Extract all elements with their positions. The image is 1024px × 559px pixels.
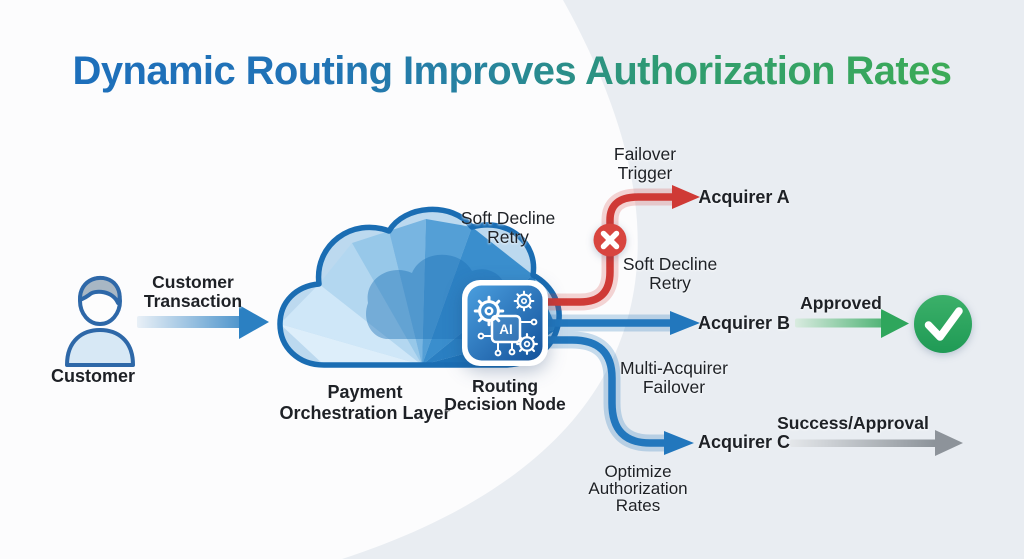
circuit-traces — [477, 318, 538, 357]
decline-x-icon — [593, 223, 627, 257]
payment-orchestration-label: Payment Orchestration Layer — [279, 382, 451, 423]
customer-icon — [65, 276, 135, 367]
approved-label: Approved — [800, 293, 882, 313]
success-arrow — [790, 430, 963, 456]
check-icon — [914, 295, 972, 353]
customer-label: Customer — [50, 366, 136, 386]
routing-decision-label: Routing Decision Node — [444, 376, 566, 414]
page-title: Dynamic Routing Improves Authorization R… — [0, 49, 1024, 94]
optimize-rates-label: Optimize Authorization Rates — [588, 462, 688, 515]
page-title-text: Dynamic Routing Improves Authorization R… — [72, 49, 953, 93]
background-band — [342, 0, 1024, 559]
routing-node-icon: AI — [462, 280, 548, 366]
customer-transaction-arrow — [137, 305, 269, 339]
acquirer-c-label: Acquirer C — [697, 432, 791, 452]
customer-transaction-label: Customer Transaction — [143, 272, 243, 311]
route-to-acquirer-c — [491, 331, 694, 455]
success-approval-label: Success/Approval — [777, 413, 929, 433]
failover-trigger-label: Failover Trigger — [613, 144, 677, 183]
approved-arrow — [795, 309, 909, 338]
multi-acquirer-failover-label: Multi-Acquirer Failover — [620, 358, 728, 397]
soft-decline-retry-top-label: Soft Decline Retry — [460, 208, 556, 247]
soft-decline-retry-mid-label: Soft Decline Retry — [622, 254, 718, 293]
acquirer-a-label: Acquirer A — [698, 187, 790, 207]
ai-chip-label: AI — [499, 322, 513, 337]
acquirer-b-label: Acquirer B — [697, 313, 791, 333]
